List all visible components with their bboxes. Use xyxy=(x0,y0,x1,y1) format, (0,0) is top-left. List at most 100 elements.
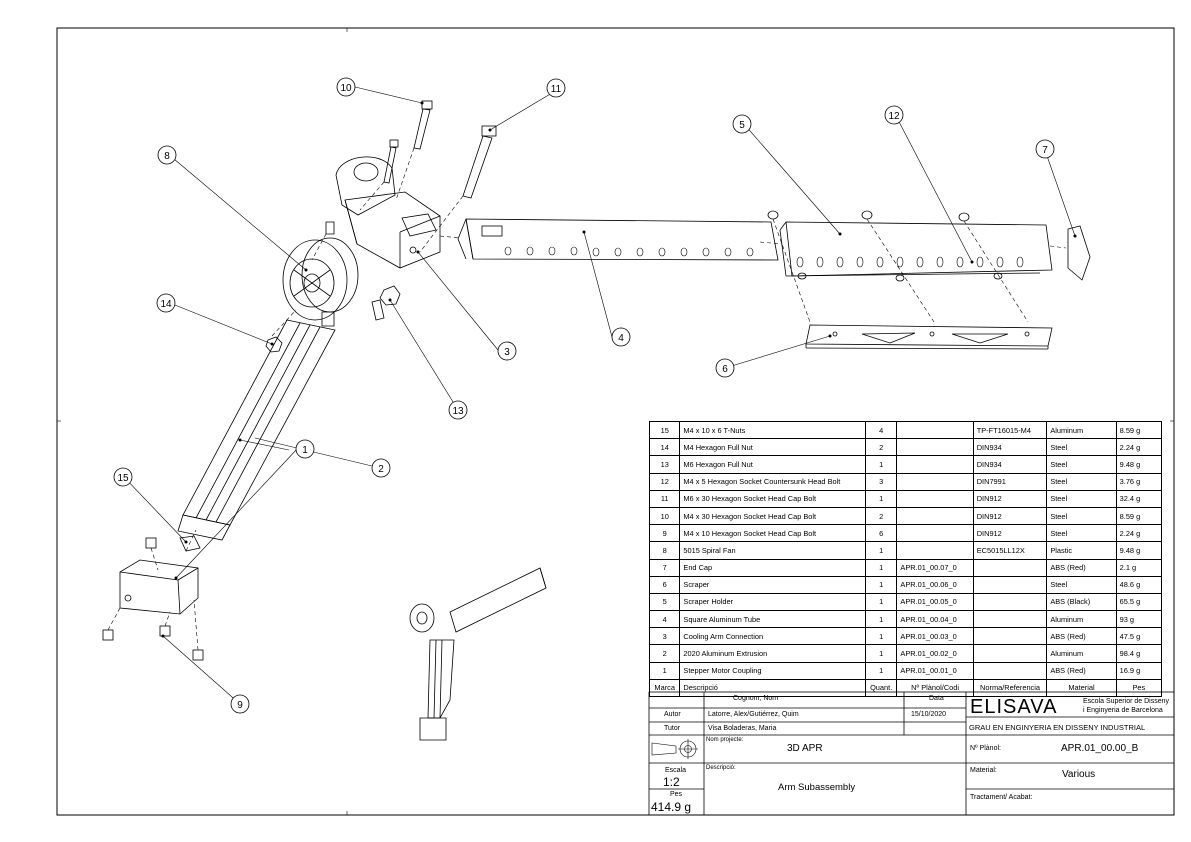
planol-label: Nº Plànol: xyxy=(970,745,1001,752)
bom-cell-descripcio: M4 x 30 Hexagon Socket Head Cap Bolt xyxy=(679,506,866,526)
bom-cell-norma: EC5015LL12X xyxy=(972,541,1048,560)
bom-cell-quant: 3 xyxy=(864,472,898,491)
bom-cell-norma xyxy=(972,575,1048,594)
bom-cell-material: Aluminum xyxy=(1046,420,1117,440)
assembly-guide-lines xyxy=(107,147,1067,651)
bom-cell-planol xyxy=(896,524,974,543)
data-value: 15/10/2020 xyxy=(911,711,947,718)
square-aluminum-tube xyxy=(457,218,779,261)
balloon-number: 10 xyxy=(340,83,352,94)
bom-cell-planol xyxy=(896,541,974,560)
bom-cell-quant: 1 xyxy=(864,455,898,474)
t-nut xyxy=(179,535,201,552)
school-line-1: Escola Superior de Disseny xyxy=(1083,698,1169,705)
bolt-small xyxy=(321,311,335,327)
bom-cell-marca: 10 xyxy=(648,506,681,526)
bom-cell-pes: 2.1 g xyxy=(1115,558,1163,577)
bom-cell-norma: DIN912 xyxy=(972,489,1048,508)
bom-cell-descripcio: M4 Hexagon Full Nut xyxy=(679,438,866,457)
bom-cell-marca: 11 xyxy=(648,489,681,508)
balloon-number: 3 xyxy=(504,347,510,358)
bom-cell-material: Material xyxy=(1046,678,1117,698)
balloon-5: 5 xyxy=(732,114,752,134)
bom-cell-quant: 1 xyxy=(864,627,898,646)
balloon-group: 1 2 3 4 5 6 7 8 9 10 11 12 13 14 15 xyxy=(113,77,1055,714)
bom-cell-material: Steel xyxy=(1046,489,1117,508)
bom-cell-marca: 15 xyxy=(648,420,681,440)
bom-cell-pes: 9.48 g xyxy=(1115,455,1163,474)
bom-cell-material: ABS (Red) xyxy=(1046,558,1117,577)
bom-cell-quant: 6 xyxy=(864,524,898,543)
bom-cell-descripcio: M4 x 5 Hexagon Socket Countersunk Head B… xyxy=(679,472,866,491)
balloon-10: 10 xyxy=(336,77,356,97)
bom-cell-marca: 8 xyxy=(648,541,681,560)
balloon-number: 13 xyxy=(452,406,464,417)
bom-cell-planol: Nº Plànol/Codi xyxy=(896,678,974,698)
bom-cell-marca: 9 xyxy=(648,524,681,543)
bom-cell-pes: 93 g xyxy=(1115,610,1163,629)
bom-cell-pes: 47.5 g xyxy=(1115,627,1163,646)
bom-cell-descripcio: Square Aluminum Tube xyxy=(679,610,866,629)
school-logo: ELISAVA xyxy=(970,696,1058,718)
bom-cell-descripcio: Descripció xyxy=(679,678,866,698)
bom-cell-quant: Quant. xyxy=(864,678,898,698)
bom-cell-marca: 12 xyxy=(648,472,681,491)
school-line-2: i Enginyeria de Barcelona xyxy=(1083,707,1163,714)
hexagon-nut xyxy=(265,336,283,353)
aluminum-extrusion xyxy=(177,319,336,541)
bom-cell-norma: DIN934 xyxy=(972,455,1048,474)
bom-cell-pes: 8.59 g xyxy=(1115,420,1163,440)
balloon-3: 3 xyxy=(497,341,517,361)
tractament-label: Tractament/ Acabat: xyxy=(970,794,1033,801)
escala-value: 1:2 xyxy=(663,775,680,789)
bom-cell-planol xyxy=(896,506,974,526)
bom-cell-descripcio: Scraper Holder xyxy=(679,592,866,612)
bom-cell-material: Aluminum xyxy=(1046,644,1117,663)
balloon-8: 8 xyxy=(157,145,177,165)
bom-cell-material: Steel xyxy=(1046,472,1117,491)
bom-cell-quant: 1 xyxy=(864,489,898,508)
sheet-border xyxy=(56,27,1175,816)
bom-cell-material: Aluminum xyxy=(1046,610,1117,629)
bom-cell-planol: APR.01_00.04_0 xyxy=(896,610,974,629)
material-label: Material: xyxy=(970,767,997,774)
bom-cell-norma xyxy=(972,592,1048,612)
bom-cell-material: Steel xyxy=(1046,438,1117,457)
balloon-number: 11 xyxy=(551,84,562,95)
nom-projecte-label: Nom projecte: xyxy=(706,737,744,743)
balloon-11: 11 xyxy=(546,78,566,98)
bom-cell-norma: DIN934 xyxy=(972,438,1048,457)
bom-cell-marca: 7 xyxy=(648,558,681,577)
bom-cell-planol: APR.01_00.06_0 xyxy=(896,575,974,594)
bom-cell-planol xyxy=(896,489,974,508)
bom-cell-quant: 4 xyxy=(864,420,898,440)
pes-label: Pes xyxy=(670,791,683,798)
bom-cell-marca: 6 xyxy=(648,575,681,594)
cognom-label: Cognom, Nom xyxy=(733,695,779,702)
bom-cell-quant: 2 xyxy=(864,438,898,457)
escala-label: Escala xyxy=(665,767,687,774)
bom-cell-pes: 32.4 g xyxy=(1115,489,1163,508)
bom-cell-planol xyxy=(896,420,974,440)
assembled-isometric-view xyxy=(409,567,547,741)
bom-cell-quant: 1 xyxy=(864,592,898,612)
bom-cell-planol: APR.01_00.02_0 xyxy=(896,644,974,663)
tutor-label: Tutor xyxy=(664,725,681,732)
nom-projecte-value: 3D APR xyxy=(787,743,823,754)
bom-cell-norma xyxy=(972,610,1048,629)
bom-cell-pes: 2.24 g xyxy=(1115,524,1163,543)
bom-cell-norma: Norma/Referencia xyxy=(972,678,1048,698)
autor-value: Latorre, Alex/Gutiérrez, Quim xyxy=(708,711,799,718)
balloon-13: 13 xyxy=(448,400,468,420)
data-label: Data xyxy=(929,695,944,702)
